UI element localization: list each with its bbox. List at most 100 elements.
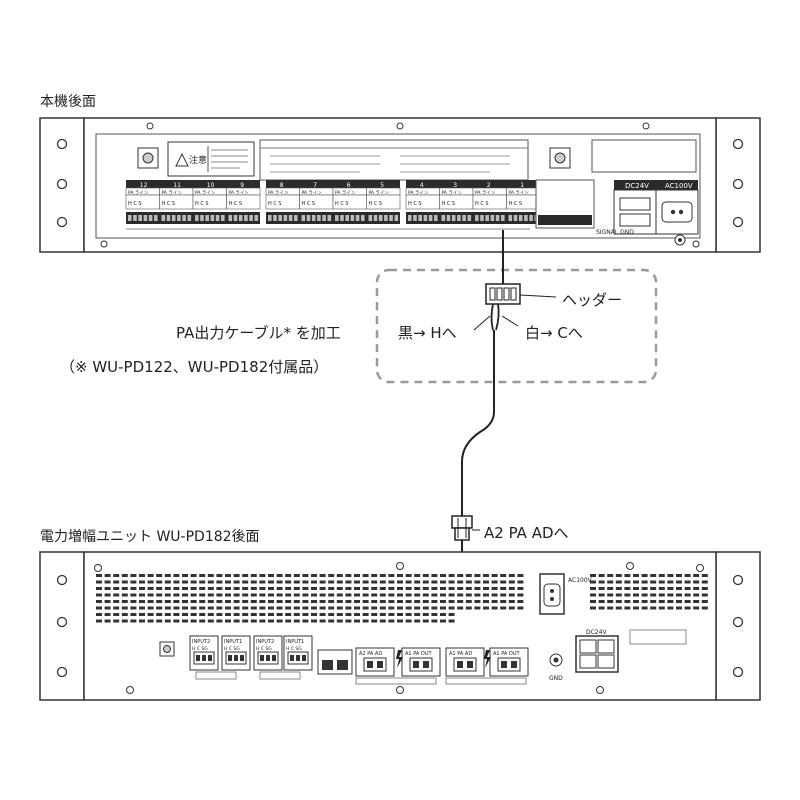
pa-output-cable: [461, 330, 495, 516]
black-wire: [490, 303, 494, 331]
top-ground-terminal-right: [549, 147, 571, 169]
pa-port-4: A2 PA AD: [355, 647, 395, 677]
zone-number: 4: [420, 182, 424, 189]
top-ear-holes: [56, 138, 744, 228]
zone-number: 6: [347, 182, 351, 189]
dc-terminal-block: [575, 635, 619, 673]
terminal-letters: H C S: [335, 201, 349, 207]
input-pin-letters: H C SG: [224, 646, 240, 652]
terminal-letters: H C S: [509, 201, 523, 207]
gnd-label: GND: [549, 675, 563, 682]
zone-block-9: 9PA ライン H C S: [226, 180, 261, 224]
zone-channel-label: PA ライン: [128, 190, 149, 196]
power-area: [613, 180, 699, 246]
white-wire: [495, 303, 500, 331]
white-wire-label: 白→ Cへ: [525, 324, 583, 342]
input-pin-letters: H C SG: [256, 646, 272, 652]
bottom-unit-title: 電力増幅ユニット WU-PD182後面: [40, 529, 260, 545]
model-label-plate: [629, 629, 687, 645]
pa-port-label: A1 PA OUT: [493, 651, 520, 657]
top-panel-screws: [100, 122, 700, 248]
terminal-letters: H C S: [302, 201, 316, 207]
ac-label: AC100V: [568, 577, 593, 584]
pa-port-7: A1 PA OUT: [489, 647, 529, 677]
hazard-icon: [396, 650, 403, 668]
ac-inlet: [539, 573, 565, 615]
pa-port-5: A1 PA OUT: [401, 647, 441, 677]
signal-gnd-label: SIGNAL GND: [596, 229, 634, 236]
input-pin-letters: H C SG: [286, 646, 302, 652]
zone-channel-label: PA ライン: [509, 190, 530, 196]
dc-label: DC24V: [586, 629, 607, 636]
input-pin-letters: H C SG: [192, 646, 208, 652]
small-input-connector: [317, 649, 353, 675]
zone-number: 5: [380, 182, 384, 189]
zone-channel-label: PA ライン: [162, 190, 183, 196]
zone-channel-label: PA ライン: [369, 190, 390, 196]
hazard-icon: [484, 650, 491, 668]
terminal-letters: H C S: [229, 201, 243, 207]
zone-number: 12: [140, 182, 148, 189]
terminal-letters: H C S: [442, 201, 456, 207]
zone-number: 8: [280, 182, 284, 189]
zone-number: 11: [173, 182, 181, 189]
terminal-letters: H C S: [475, 201, 489, 207]
white-wire-leader: [501, 315, 519, 327]
spec-box: [259, 139, 529, 181]
zone-channel-label: PA ライン: [442, 190, 463, 196]
ventilation-slots: [96, 574, 708, 623]
callout-dashed-box: [375, 268, 658, 384]
caution-title: 注意: [189, 154, 207, 166]
terminal-letters: H C S: [408, 201, 422, 207]
power-dc-label: DC24V: [625, 182, 649, 190]
bottom-ground-square: [159, 641, 175, 657]
pa-port-label: A2 PA AD: [359, 651, 382, 657]
terminal-letters: H C S: [195, 201, 209, 207]
zone-number: 10: [207, 182, 215, 189]
zone-channel-label: PA ライン: [268, 190, 289, 196]
zone-number: 9: [240, 182, 244, 189]
zone-channel-label: PA ライン: [475, 190, 496, 196]
top-blank-panel: [591, 139, 697, 173]
black-wire-label: 黒→ Hへ: [398, 324, 457, 342]
zone-number: 3: [453, 182, 457, 189]
power-ac-label: AC100V: [665, 182, 693, 190]
zone-channel-label: PA ライン: [335, 190, 356, 196]
zone-block-6: 6PA ライン H C S: [332, 180, 367, 224]
terminal-letters: H C S: [369, 201, 383, 207]
zone-block-3: 3PA ライン H C S: [439, 180, 474, 224]
connector-label: A2 PA ADへ: [484, 524, 569, 542]
zone-block-1: 1PA ライン H C S: [506, 180, 541, 224]
zone-number: 2: [487, 182, 491, 189]
pa-port-label: A1 PA OUT: [405, 651, 432, 657]
zone-channel-label: PA ライン: [195, 190, 216, 196]
zone-number: 7: [313, 182, 317, 189]
bottom-ear-holes: [56, 574, 744, 678]
zone-channel-label: PA ライン: [229, 190, 250, 196]
input-port-label: INPUT1: [286, 639, 304, 645]
zone-number: 1: [520, 182, 524, 189]
pa-port-label: A1 PA AD: [449, 651, 472, 657]
bottom-panel-screws: [94, 562, 704, 694]
gnd-terminal: [549, 653, 563, 667]
terminal-letters: H C S: [268, 201, 282, 207]
black-wire-leader: [473, 315, 491, 331]
zone-block-8: 8PA ライン H C S: [265, 180, 300, 224]
input-port-label: INPUT1: [224, 639, 242, 645]
cable-plug: [451, 515, 473, 541]
caution-box: [167, 141, 255, 177]
zone-channel-label: PA ライン: [408, 190, 429, 196]
zone-block-2: 2PA ライン H C S: [472, 180, 507, 224]
top-ground-terminal-left: [137, 147, 159, 169]
input-port-label: INPUT2: [192, 639, 210, 645]
terminal-letters: H C S: [162, 201, 176, 207]
